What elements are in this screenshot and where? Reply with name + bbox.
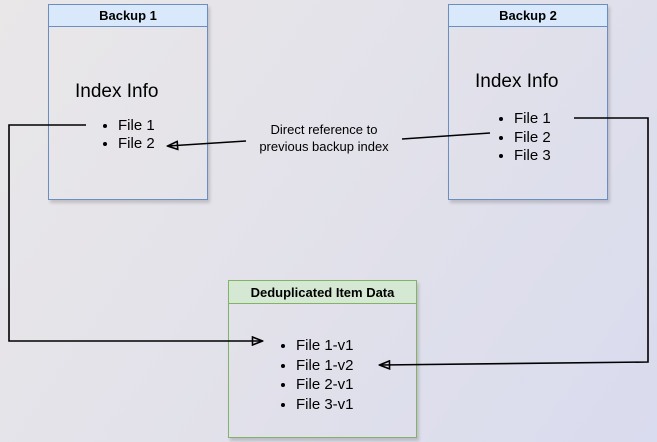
backup2-box: Backup 2 Index Info File 1File 2File 3 xyxy=(448,4,608,200)
file-item: File 1 xyxy=(514,110,551,129)
dedup-file-list: File 1-v1File 1-v2File 2-v1File 3-v1 xyxy=(280,336,354,414)
backup2-file-list: File 1File 2File 3 xyxy=(498,110,551,166)
backup1-file-list: File 1File 2 xyxy=(102,117,155,153)
backup1-box: Backup 1 Index Info File 1File 2 xyxy=(48,4,208,200)
direct-reference-label-line1: Direct reference to xyxy=(270,122,378,137)
file-item: File 3 xyxy=(514,147,551,166)
file-item: File 2 xyxy=(118,135,155,153)
direct-reference-label: Direct reference to previous backup inde… xyxy=(240,121,408,155)
file-item: File 2-v1 xyxy=(296,375,354,395)
file-item: File 1 xyxy=(118,117,155,135)
dedup-header: Deduplicated Item Data xyxy=(229,281,416,304)
file-item: File 3-v1 xyxy=(296,395,354,415)
file-item: File 1-v2 xyxy=(296,356,354,376)
direct-reference-label-line2: previous backup index xyxy=(259,139,389,154)
backup2-header: Backup 2 xyxy=(449,5,607,27)
file-item: File 1-v1 xyxy=(296,336,354,356)
backup1-header: Backup 1 xyxy=(49,5,207,27)
backup1-index-label: Index Info xyxy=(75,81,159,102)
backup2-index-label: Index Info xyxy=(475,71,559,92)
deduplicated-item-data-box: Deduplicated Item Data File 1-v1File 1-v… xyxy=(228,280,417,438)
file-item: File 2 xyxy=(514,129,551,148)
